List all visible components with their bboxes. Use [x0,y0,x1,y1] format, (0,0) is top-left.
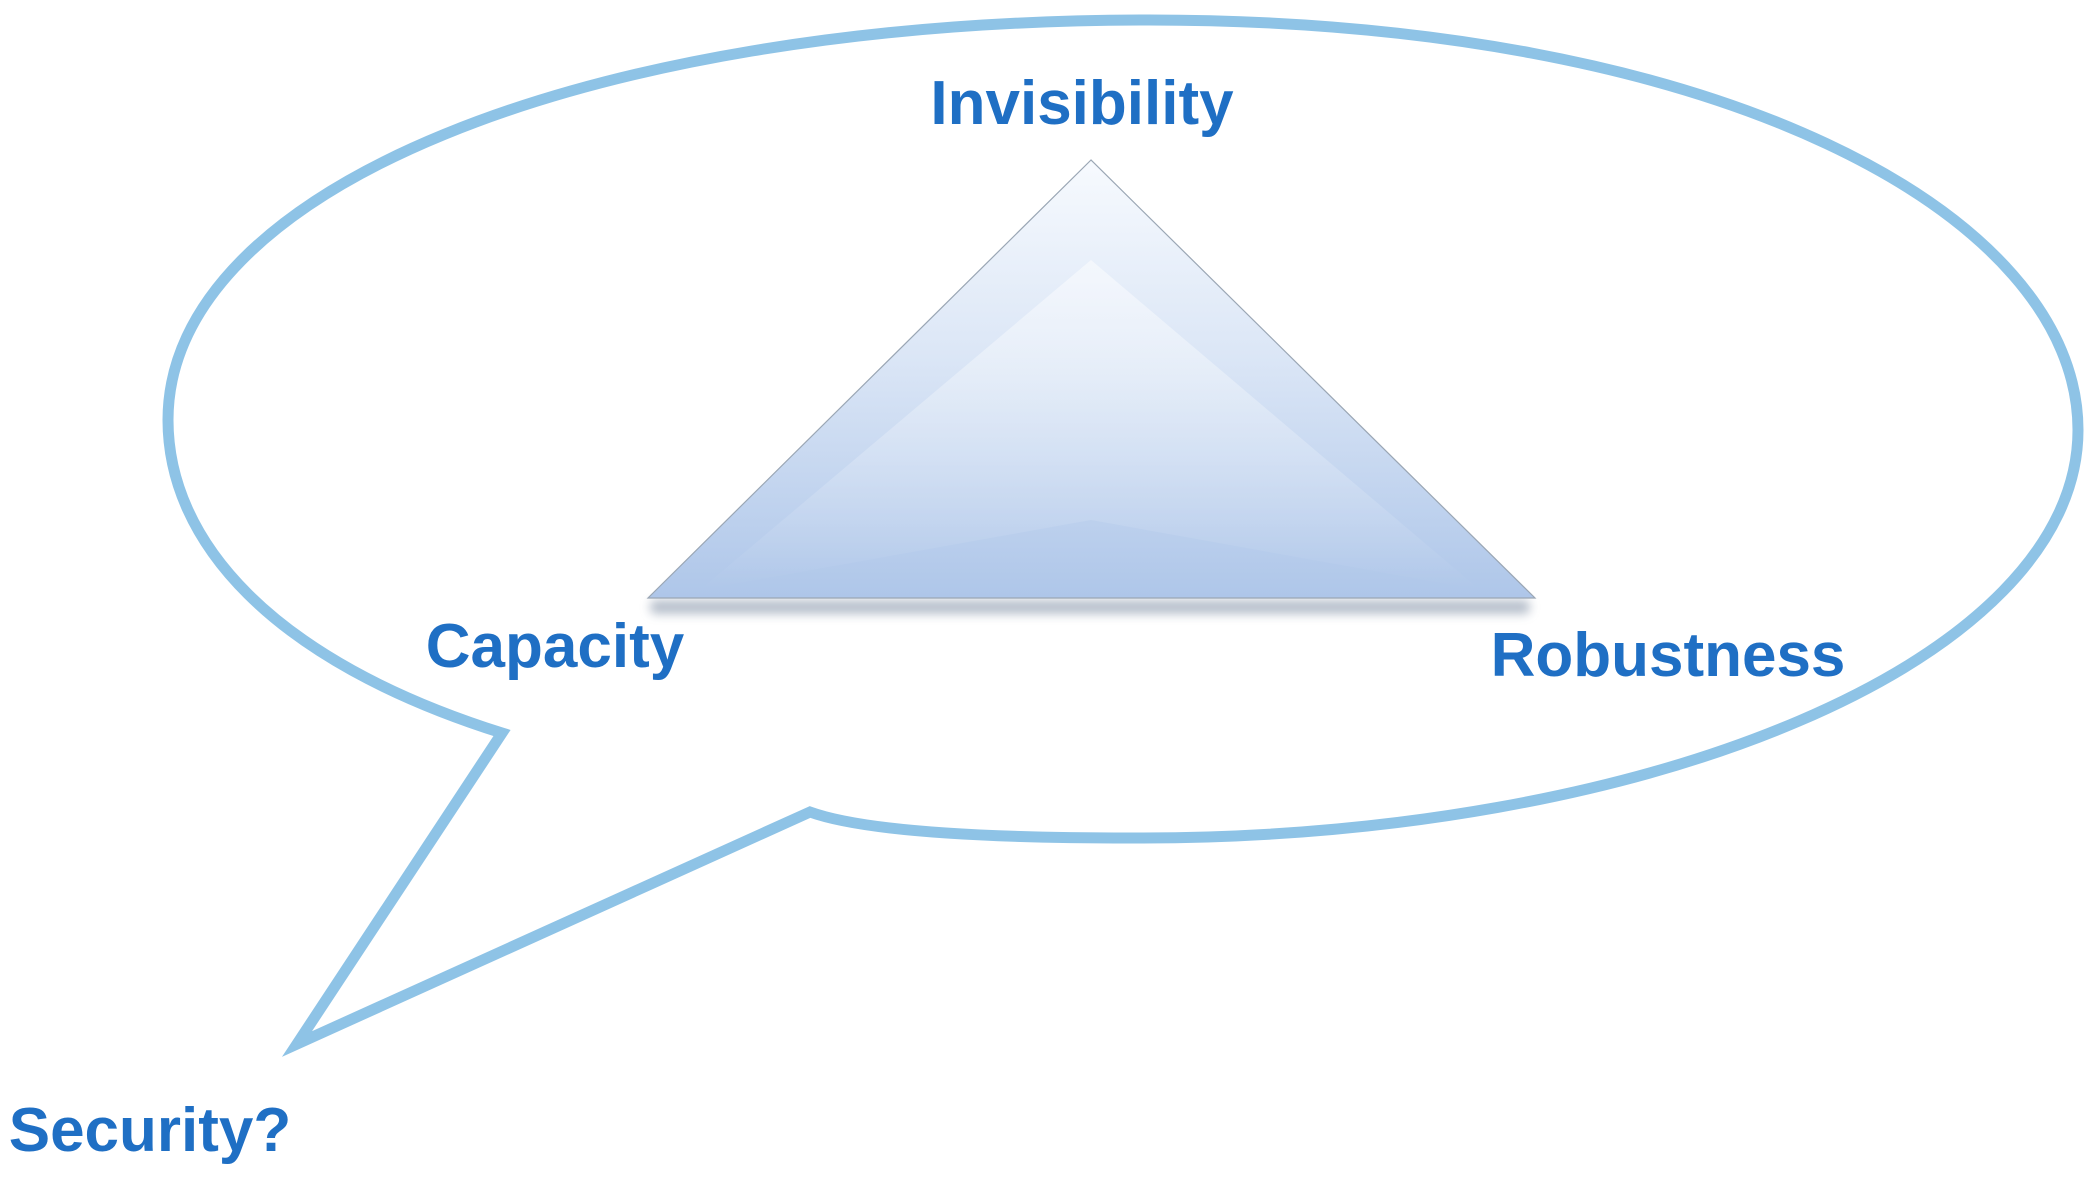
label-robustness: Robustness [1491,621,1846,690]
triangle-shadow [650,600,1530,614]
label-capacity: Capacity [426,612,685,681]
triangle-highlight [700,260,1480,590]
label-invisibility: Invisibility [930,69,1234,138]
speech-bubble-outline [162,14,2084,1057]
label-security: Security? [9,1096,292,1165]
